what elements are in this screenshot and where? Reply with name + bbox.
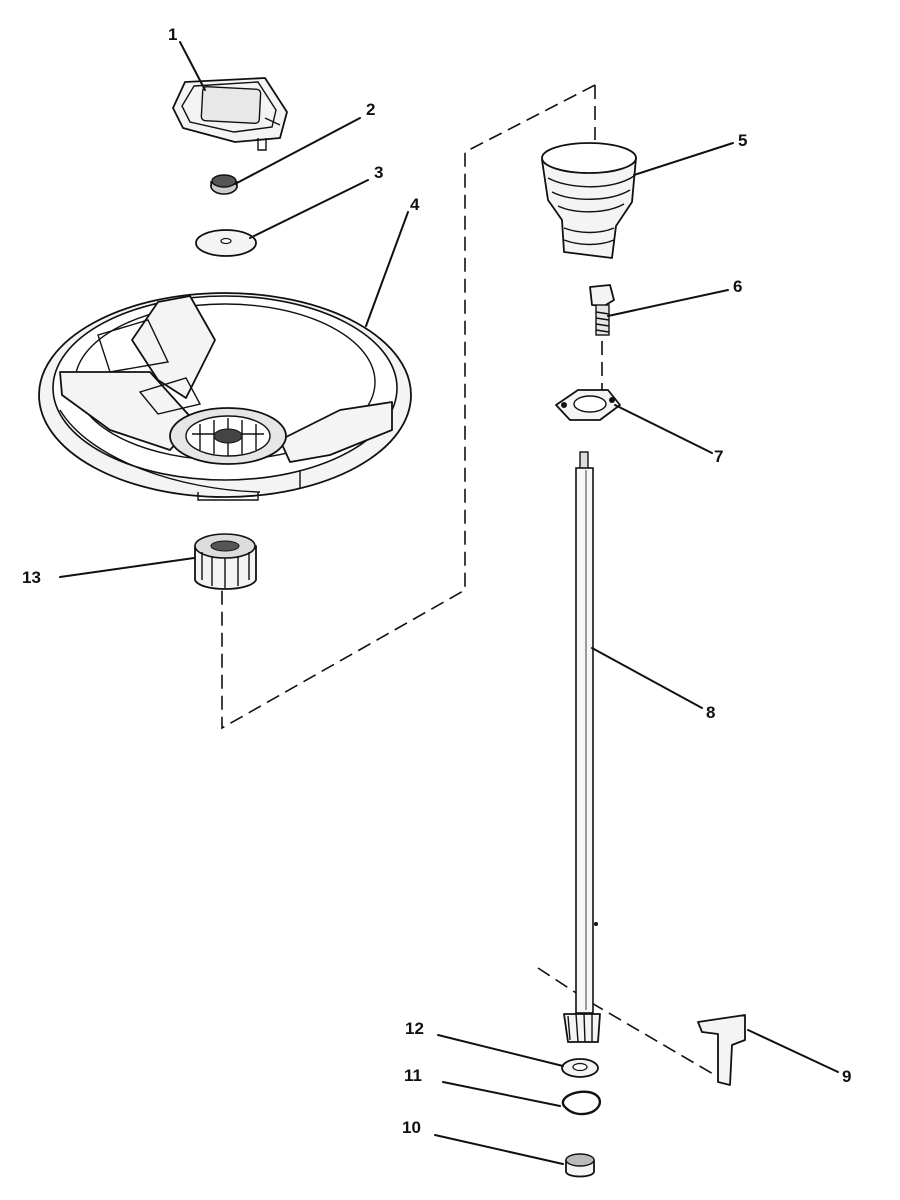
steering-boot bbox=[541, 142, 637, 259]
gear-washer bbox=[561, 1058, 599, 1078]
callout-10: 10 bbox=[402, 1118, 421, 1137]
callout-6: 6 bbox=[733, 277, 742, 296]
assembly-dash-lines bbox=[221, 84, 721, 1079]
steering-wheel bbox=[38, 292, 412, 501]
mounting-bolt bbox=[589, 284, 615, 336]
callout-5: 5 bbox=[738, 131, 747, 150]
callout-2: 2 bbox=[366, 100, 375, 119]
callout-9: 9 bbox=[842, 1067, 851, 1086]
callout-11: 11 bbox=[404, 1066, 422, 1085]
snap-ring bbox=[561, 1090, 601, 1116]
callout-13: 13 bbox=[22, 568, 41, 587]
hub-washer bbox=[195, 229, 257, 257]
callout-3: 3 bbox=[374, 163, 383, 182]
bearing-flange bbox=[555, 389, 621, 421]
callout-12: 12 bbox=[405, 1019, 424, 1038]
callout-7: 7 bbox=[714, 447, 723, 466]
hub-nut bbox=[210, 174, 238, 195]
callout-labels: 1 2 3 4 5 6 7 8 9 10 11 12 13 bbox=[22, 25, 851, 1137]
callout-8: 8 bbox=[706, 703, 715, 722]
shaft-bushing bbox=[565, 1153, 595, 1178]
callout-1: 1 bbox=[168, 25, 177, 44]
mounting-bracket bbox=[697, 1014, 746, 1086]
steering-shaft bbox=[563, 451, 601, 1043]
hub-cap bbox=[172, 77, 288, 151]
callout-4: 4 bbox=[410, 195, 420, 214]
leader-lines bbox=[59, 41, 839, 1165]
spline-adapter bbox=[194, 533, 257, 590]
